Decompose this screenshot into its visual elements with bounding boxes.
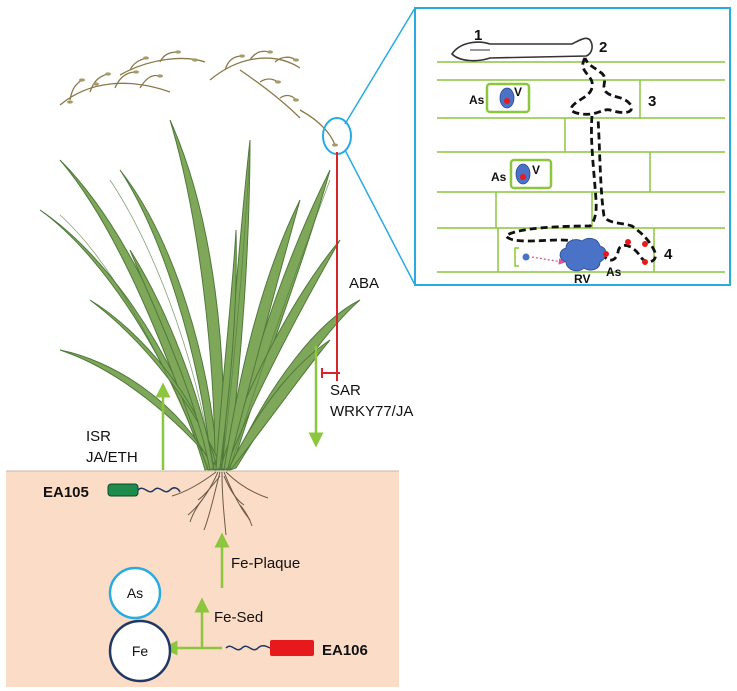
step-label-2: 2 (599, 39, 607, 56)
fe-circle-label: Fe (132, 643, 149, 659)
cell4-red-dot-3 (642, 241, 648, 247)
cell4-bracket (514, 247, 519, 267)
ja-eth-label: JA/ETH (86, 449, 138, 466)
step-label-3: 3 (648, 93, 656, 110)
as-circle-label: As (127, 585, 143, 601)
fe-circle (108, 619, 172, 683)
leaf-tip-highlight (322, 117, 352, 155)
v-label-cell-1: V (514, 85, 522, 99)
transport-arrow (531, 256, 566, 265)
rice-plant (39, 50, 361, 536)
cell4-red-dot-2 (625, 239, 631, 245)
sar-label: SAR (330, 382, 361, 399)
ea106-bacterium (270, 640, 314, 656)
fe-sed-label: Fe-Sed (214, 609, 263, 626)
wrky-label: WRKY77/JA (330, 403, 413, 420)
cell-with-vacuole-1 (485, 82, 531, 114)
step-label-1: 1 (474, 27, 482, 44)
ea105-flagellum (137, 487, 181, 493)
cell4-red-dot-4 (642, 259, 648, 265)
ea106-flagellum (225, 644, 271, 651)
aba-label: ABA (349, 275, 379, 292)
soil-area (6, 471, 399, 687)
arsenic-dot-2 (520, 174, 526, 180)
as-label-cell-1: As (469, 93, 485, 107)
cell4-blue-dot (522, 253, 530, 261)
v-label-cell-2: V (532, 163, 540, 177)
hyphal-invasion-path (504, 57, 657, 264)
ea105-bacterium (107, 483, 139, 497)
rv-cluster (559, 237, 607, 272)
inset-panel: 1 2 3 4 As V As V RV As (414, 7, 731, 286)
cell-with-vacuole-2 (509, 158, 553, 190)
arsenic-dot-1 (504, 98, 510, 104)
as-label-cell-4: As (606, 265, 622, 279)
ea105-label: EA105 (43, 484, 89, 501)
fe-plaque-label: Fe-Plaque (231, 555, 300, 572)
zoom-line-bottom (344, 149, 416, 286)
rv-label: RV (574, 272, 590, 286)
as-circle (108, 566, 162, 620)
ea106-label: EA106 (322, 642, 368, 659)
zoom-line-top (344, 7, 416, 125)
cell4-red-dot-1 (603, 251, 609, 257)
isr-label: ISR (86, 428, 111, 445)
as-label-cell-2: As (491, 170, 507, 184)
step-label-4: 4 (664, 246, 673, 263)
fungal-spore (450, 37, 593, 62)
